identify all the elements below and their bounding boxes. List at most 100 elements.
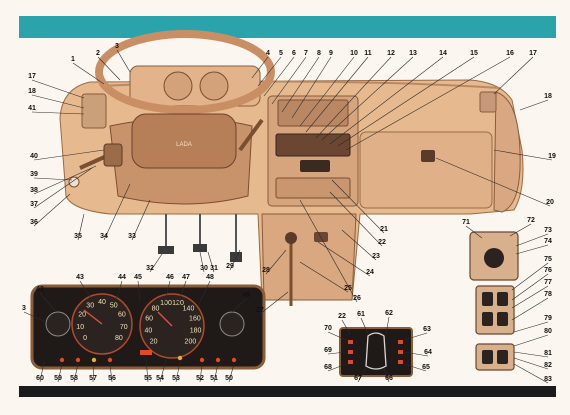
pedals <box>158 214 242 262</box>
callout-leader <box>149 253 163 273</box>
callout-leader <box>385 316 390 335</box>
callout-leader <box>79 280 93 301</box>
callout-number: 69 <box>324 347 332 354</box>
callout-number: 67 <box>354 375 362 382</box>
callout-leader <box>31 94 85 109</box>
callout-leader <box>175 361 181 383</box>
callout-leader <box>327 331 347 341</box>
callout-leader <box>383 367 390 383</box>
callout-leader <box>327 363 347 372</box>
callout-number: 49 <box>242 292 250 299</box>
callout-number: 42 <box>36 286 44 293</box>
callout-number: 32 <box>146 265 154 272</box>
callout-leader <box>72 62 105 85</box>
callout-number: 18 <box>28 88 36 95</box>
callout-number: 12 <box>387 50 395 57</box>
callout-leader <box>33 165 97 195</box>
callout-leader <box>116 49 131 73</box>
callout-number: 6 <box>292 50 296 57</box>
speedometer-needle <box>157 311 173 327</box>
callout-leader <box>33 149 105 161</box>
callout-leader <box>73 363 79 383</box>
door-lock-indicators <box>348 340 403 364</box>
callout-number: 24 <box>366 269 374 276</box>
scale-label: 100 <box>160 300 172 307</box>
callout-number: 13 <box>409 50 417 57</box>
scale-label: 50 <box>110 302 118 309</box>
callout-leader <box>337 56 475 147</box>
callout-leader <box>137 280 141 303</box>
left-panel-knob <box>68 176 80 188</box>
callout-number: 3 <box>115 43 119 50</box>
callout-leader <box>509 223 532 237</box>
callout-number: 47 <box>182 274 190 281</box>
glove-box <box>359 131 493 209</box>
callout-leader <box>435 157 551 207</box>
callout-number: 45 <box>134 274 142 281</box>
callout-number: 55 <box>144 375 152 382</box>
scale-label: 200 <box>185 338 197 345</box>
scale-label: 180 <box>190 328 202 335</box>
callout-number: 40 <box>30 153 38 160</box>
callout-leader <box>31 79 85 99</box>
brand-badge: LADA <box>176 142 192 148</box>
callout-leader <box>109 363 113 383</box>
callout-number: 51 <box>210 375 218 382</box>
callout-leader <box>493 149 553 161</box>
tachometer-needle <box>83 309 103 325</box>
callout-number: 82 <box>544 362 552 369</box>
callout-leader <box>39 292 57 313</box>
scale-label: 60 <box>118 312 126 319</box>
callout-leader <box>299 261 349 293</box>
callout-number: 44 <box>118 274 126 281</box>
callout-number: 39 <box>30 171 38 178</box>
callout-number: 38 <box>30 187 38 194</box>
callout-number: 18 <box>544 93 552 100</box>
tachometer-upper <box>199 71 229 101</box>
callout-number: 70 <box>324 325 332 332</box>
callout-number: 79 <box>544 315 552 322</box>
window-switch-block <box>475 285 515 335</box>
callout-leader <box>327 351 347 355</box>
callout-number: 9 <box>329 50 333 57</box>
scale-label: 60 <box>145 316 153 323</box>
callout-leader <box>305 56 369 133</box>
speedometer-upper <box>163 71 193 101</box>
right-column-stalk <box>238 118 264 152</box>
callout-number: 17 <box>28 73 36 80</box>
callout-number: 76 <box>544 267 552 274</box>
callout-number: 2 <box>96 50 100 57</box>
callout-leader <box>511 273 549 301</box>
callout-number: 62 <box>385 310 393 317</box>
callout-leader <box>329 56 444 145</box>
callout-leader <box>515 244 549 255</box>
callout-leader <box>357 367 367 383</box>
temperature-gauge <box>219 311 245 337</box>
door-lock-panel <box>339 327 413 377</box>
callout-leader <box>159 359 167 383</box>
callout-number: 65 <box>422 364 430 371</box>
callout-number: 22 <box>378 239 386 246</box>
callout-leader <box>92 363 95 383</box>
scale-label: 80 <box>152 306 160 313</box>
scale-label: 70 <box>120 324 128 331</box>
callout-leader <box>345 56 511 151</box>
callout-number: 68 <box>324 364 332 371</box>
callout-leader <box>331 179 385 234</box>
callout-number: 60 <box>36 375 44 382</box>
center-tunnel <box>261 213 357 301</box>
callout-number: 46 <box>166 274 174 281</box>
callout-number: 7 <box>304 50 308 57</box>
callout-number: 78 <box>544 291 552 298</box>
callout-number: 37 <box>30 201 38 208</box>
callout-leader <box>177 280 187 305</box>
callout-number: 28 <box>262 267 270 274</box>
callout-leader <box>265 249 287 275</box>
callout-number: 4 <box>266 50 270 57</box>
callout-leader <box>199 251 205 273</box>
callout-leader <box>360 317 369 335</box>
right-air-vent <box>479 91 497 113</box>
callout-number: 59 <box>54 375 62 382</box>
